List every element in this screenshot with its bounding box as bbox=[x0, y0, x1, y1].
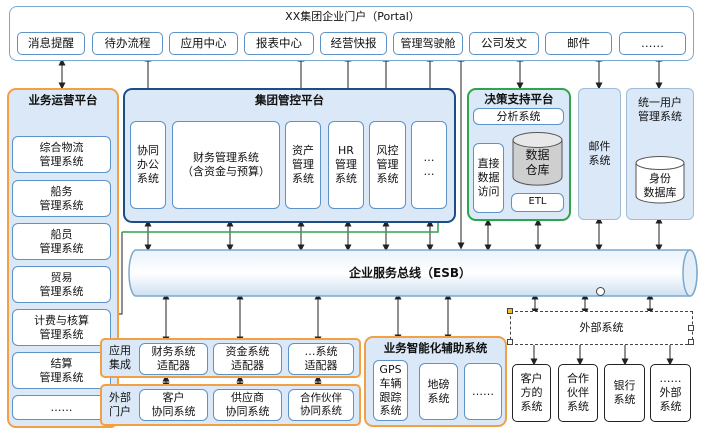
ops-settlement[interactable]: 结算 管理系统 bbox=[12, 352, 111, 389]
data-warehouse-label: 数据 仓库 bbox=[525, 148, 550, 177]
ops-crew[interactable]: 船员 管理系统 bbox=[12, 223, 111, 260]
decision-etl[interactable]: ETL bbox=[511, 193, 564, 212]
ops-trade[interactable]: 贸易 管理系统 bbox=[12, 266, 111, 303]
ops-more[interactable]: …… bbox=[12, 395, 111, 420]
business-ops-title: 业务运营平台 bbox=[28, 92, 98, 107]
esb-label: 企业服务总线（ESB） bbox=[349, 265, 471, 280]
ops-logistics[interactable]: 综合物流 管理系统 bbox=[12, 136, 111, 173]
portal-btn-mail[interactable]: 邮件 bbox=[545, 32, 612, 55]
external-portal-label: 外部 门户 bbox=[109, 391, 131, 418]
identity-database-icon bbox=[635, 156, 685, 204]
group-risk-system[interactable]: 风控 管理 系统 bbox=[369, 121, 406, 209]
decision-direct-access[interactable]: 直接 数据 访问 bbox=[473, 143, 504, 213]
partner-system[interactable]: 合作 伙伴 系统 bbox=[558, 364, 598, 422]
group-oa-system[interactable]: 协同 办公 系统 bbox=[130, 121, 166, 209]
portal-btn-report-center[interactable]: 报表中心 bbox=[244, 32, 314, 55]
portal-btn-documents[interactable]: 公司发文 bbox=[469, 32, 539, 55]
adapter-fund[interactable]: 资金系统 适配器 bbox=[213, 343, 282, 375]
selection-handle-icon[interactable] bbox=[507, 308, 513, 314]
adapter-finance[interactable]: 财务系统 适配器 bbox=[139, 343, 208, 375]
portal-title: XX集团企业门户（Portal） bbox=[285, 10, 420, 24]
customer-side-system[interactable]: 客户 方的 系统 bbox=[512, 364, 551, 422]
portal-btn-messages[interactable]: 消息提醒 bbox=[17, 32, 85, 55]
portal-btn-business-report[interactable]: 经营快报 bbox=[320, 32, 387, 55]
group-asset-system[interactable]: 资产 管理 系统 bbox=[285, 121, 321, 209]
other-external-system[interactable]: …… 外部 系统 bbox=[650, 364, 691, 422]
partner-collab-system[interactable]: 合作伙伴 协同系统 bbox=[288, 389, 354, 421]
supplier-collab-system[interactable]: 供应商 协同系统 bbox=[213, 389, 282, 421]
rotate-handle-icon[interactable] bbox=[596, 287, 605, 296]
mail-system[interactable]: 邮件 系统 bbox=[578, 88, 621, 220]
gps-tracking-system[interactable]: GPS 车辆 跟踪 系统 bbox=[373, 360, 408, 421]
smart-more-system[interactable]: …… bbox=[464, 363, 502, 420]
identity-db-label: 身份 数据库 bbox=[643, 172, 677, 199]
selection-handle-icon[interactable] bbox=[688, 325, 694, 331]
selection-handle-icon[interactable] bbox=[507, 339, 513, 345]
customer-collab-system[interactable]: 客户 协同系统 bbox=[139, 389, 208, 421]
uum-title: 统一用户 管理系统 bbox=[638, 96, 682, 123]
ops-shipping[interactable]: 船务 管理系统 bbox=[12, 180, 111, 217]
portal-btn-todo[interactable]: 待办流程 bbox=[92, 32, 163, 55]
weighbridge-system[interactable]: 地磅 系统 bbox=[419, 363, 458, 420]
portal-btn-more[interactable]: …… bbox=[619, 32, 686, 55]
selection-handle-icon[interactable] bbox=[688, 339, 694, 345]
adapter-other[interactable]: …系统 适配器 bbox=[288, 343, 354, 375]
portal-btn-cockpit[interactable]: 管理驾驶舱 bbox=[393, 32, 463, 55]
data-warehouse-icon bbox=[512, 132, 563, 186]
group-finance-system[interactable]: 财务管理系统 （含资金与预算） bbox=[172, 121, 280, 209]
smart-assist-title: 业务智能化辅助系统 bbox=[383, 340, 488, 355]
group-more-system[interactable]: … … bbox=[411, 121, 447, 209]
group-control-title: 集团管控平台 bbox=[255, 92, 324, 107]
ops-billing[interactable]: 计费与核算 管理系统 bbox=[12, 309, 111, 346]
bank-system[interactable]: 银行 系统 bbox=[604, 364, 645, 422]
group-hr-system[interactable]: HR 管理 系统 bbox=[328, 121, 364, 209]
external-systems-group[interactable]: 外部系统 bbox=[510, 311, 693, 345]
decision-support-title: 决策支持平台 bbox=[484, 91, 554, 106]
portal-btn-app-center[interactable]: 应用中心 bbox=[169, 32, 238, 55]
app-integration-label: 应用 集成 bbox=[109, 344, 131, 371]
esb-bus-icon bbox=[128, 249, 698, 297]
decision-analysis-system[interactable]: 分析系统 bbox=[473, 108, 564, 125]
